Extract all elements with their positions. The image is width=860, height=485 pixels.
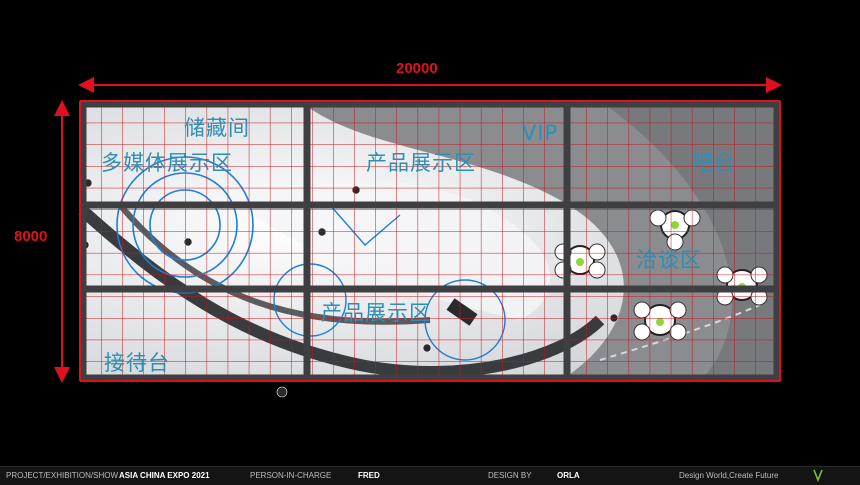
height-dimension-label: 8000 xyxy=(14,228,48,245)
project-label: PROJECT/EXHIBITION/SHOW xyxy=(6,471,119,480)
zone-multimedia: 多媒体展示区 xyxy=(101,151,233,175)
person-label: PERSON-IN-CHARGE xyxy=(250,471,332,480)
zone-bar: 吧台 xyxy=(692,151,736,175)
zone-storage: 储藏间 xyxy=(184,116,250,140)
width-dimension-label: 20000 xyxy=(396,60,438,77)
slogan-text: Design World,Create Future xyxy=(679,471,779,480)
brand-logo-icon xyxy=(813,469,823,482)
zone-vip: VIP xyxy=(522,121,559,145)
zone-product-bottom: 产品展示区 xyxy=(321,301,431,325)
grid-overlay xyxy=(80,101,780,381)
person-value: FRED xyxy=(358,471,380,480)
zone-reception: 接待台 xyxy=(104,351,170,375)
truss-cross-bracing xyxy=(79,100,781,382)
footer-bar: PROJECT/EXHIBITION/SHOW ASIA CHINA EXPO … xyxy=(0,466,860,485)
design-label: DESIGN BY xyxy=(488,471,532,480)
zone-negotiation: 洽谈区 xyxy=(636,248,702,272)
design-value: ORLA xyxy=(557,471,580,480)
zone-product-top: 产品展示区 xyxy=(366,151,476,175)
project-value: ASIA CHINA EXPO 2021 xyxy=(119,471,210,480)
truss-frame xyxy=(79,100,781,382)
